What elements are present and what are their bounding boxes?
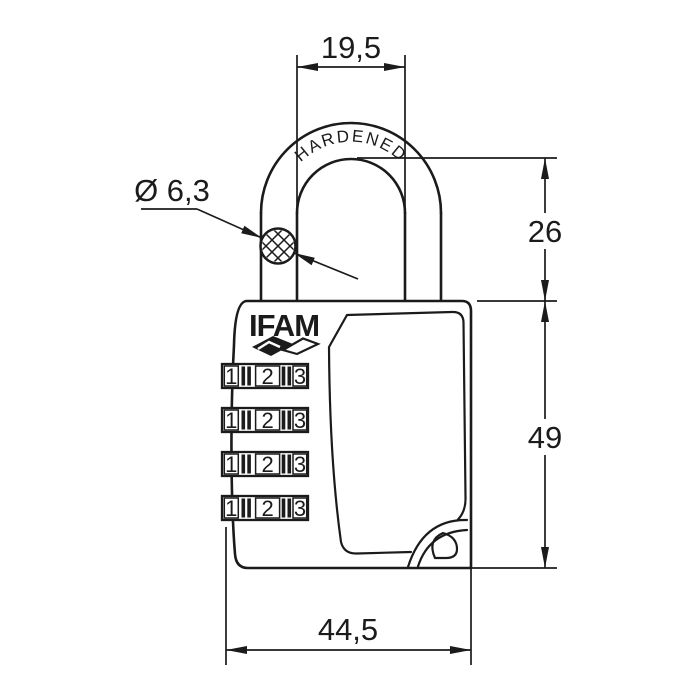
dial-digit: 3 — [294, 408, 306, 433]
arrowhead-bottom — [541, 547, 549, 568]
dim-shackle-diameter: Ø 6,3 — [134, 173, 359, 280]
dial-digit-window — [254, 409, 281, 431]
dial-ridge — [247, 454, 251, 474]
extension-lines — [296, 55, 406, 213]
corner-bumper-outer-arc — [406, 518, 469, 569]
dial-ridge — [241, 454, 246, 474]
section-hatching — [262, 230, 294, 262]
face-panel — [327, 310, 467, 555]
dial-ridge — [281, 410, 286, 430]
dial-row-2[interactable]: 1 2 3 — [220, 406, 310, 434]
dial-digit-window — [292, 497, 308, 519]
dim-body-height: 49 — [471, 301, 563, 569]
arrowhead-lower — [294, 253, 315, 266]
dial-ridge — [241, 366, 246, 386]
dial-ridge — [287, 366, 292, 386]
brand-emblem-right-ribbon — [280, 337, 321, 356]
dial-ridge — [281, 366, 286, 386]
shackle-left-leg — [259, 211, 299, 305]
brand-logo-text: IFAM — [249, 308, 319, 343]
dim-value: 44,5 — [318, 612, 378, 647]
dial-digit-window — [292, 409, 308, 431]
arrowhead-right — [384, 63, 405, 71]
dial-digit: 3 — [294, 496, 306, 521]
dial-digit: 1 — [225, 408, 237, 433]
dial-digit: 1 — [225, 452, 237, 477]
dial-ridge — [247, 498, 251, 518]
corner-bumper — [406, 518, 469, 569]
arrowhead-bottom — [541, 280, 549, 301]
arrowhead-upper — [241, 225, 262, 238]
combination-dials: 1 2 3 1 2 3 1 2 — [220, 362, 310, 522]
dial-row-4[interactable]: 1 2 3 — [220, 494, 310, 522]
dial-digit: 2 — [261, 408, 273, 433]
dial-ridge — [287, 498, 292, 518]
dim-value: 19,5 — [321, 30, 381, 65]
dial-digit: 3 — [294, 364, 306, 389]
dim-text-background — [527, 419, 563, 455]
dial-ridge — [287, 410, 292, 430]
dial-ridge — [241, 498, 246, 518]
dim-shackle-inner-width: 19,5 — [296, 30, 406, 213]
brand-logo: IFAM — [249, 308, 321, 356]
dial-ridge — [287, 454, 292, 474]
arrowhead-top — [541, 158, 549, 179]
shackle-cross-section — [259, 227, 297, 265]
dial-digit-window — [254, 365, 281, 387]
dial-digit: 1 — [225, 496, 237, 521]
dial-digit-window — [254, 497, 281, 519]
dial-digit-window — [223, 453, 240, 475]
dial-ridge — [281, 498, 286, 518]
dial-row-3[interactable]: 1 2 3 — [220, 450, 310, 478]
dial-digit-window — [292, 365, 308, 387]
arrowhead-left — [226, 646, 247, 654]
dial-digit-window — [292, 453, 308, 475]
dial-ridge — [241, 410, 246, 430]
arrowhead-top — [541, 301, 549, 322]
dial-digit: 3 — [294, 452, 306, 477]
brand-emblem-left-ribbon — [252, 336, 293, 356]
shackle-outer-arc — [259, 121, 443, 215]
dial-digit: 1 — [225, 364, 237, 389]
dial-digit: 2 — [261, 496, 273, 521]
dial-digit: 2 — [261, 364, 273, 389]
dim-shackle-height: 26 — [357, 157, 562, 302]
dial-row-1[interactable]: 1 2 3 — [220, 362, 310, 390]
dial-digit-window — [223, 365, 240, 387]
dim-text-background — [528, 213, 562, 249]
shackle-inner-arc — [295, 157, 407, 215]
dial-digit: 2 — [261, 452, 273, 477]
corner-bumper-pad — [431, 531, 459, 560]
dim-value: 26 — [528, 214, 562, 249]
dial-digit-window — [223, 409, 240, 431]
dial-digit-window — [254, 453, 281, 475]
shackle-right-leg — [403, 211, 443, 305]
dim-body-width: 44,5 — [225, 527, 472, 665]
brand-logo-emblem — [252, 336, 321, 356]
brand-emblem-chevron — [257, 340, 281, 351]
dim-value: 49 — [528, 420, 562, 455]
corner-bumper-inner-arc — [416, 528, 469, 568]
arrowhead-right — [450, 646, 471, 654]
dial-ridge — [247, 410, 251, 430]
dial-ridge — [281, 454, 286, 474]
arrowhead-left — [297, 63, 318, 71]
dim-value: Ø 6,3 — [134, 173, 210, 208]
dial-digit-window — [223, 497, 240, 519]
dial-ridge — [247, 366, 251, 386]
